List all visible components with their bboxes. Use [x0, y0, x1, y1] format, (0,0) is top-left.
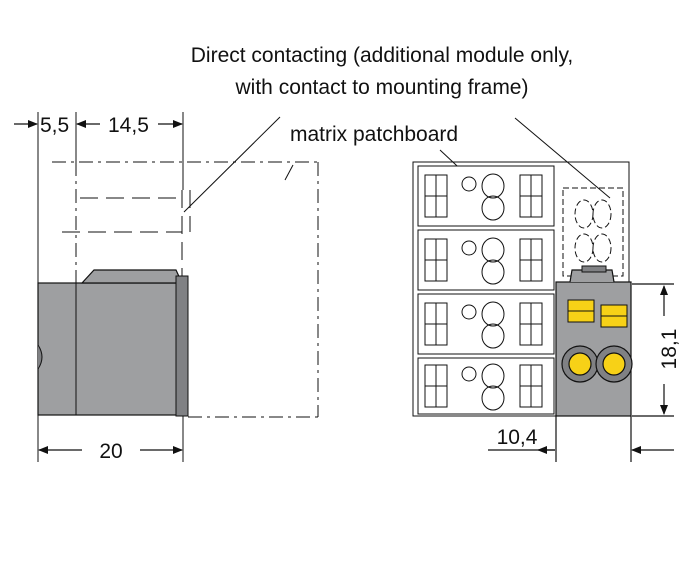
side-view: [37, 112, 319, 462]
front-view: [412, 161, 633, 417]
dimension-module-width: [488, 416, 674, 462]
dim-top-width: 14,5: [108, 114, 149, 137]
dim-module-width: 10,4: [497, 426, 538, 449]
side-housing: [37, 282, 185, 416]
matrix-patchboard-label: matrix patchboard: [290, 123, 458, 146]
dim-module-height: 18,1: [658, 329, 681, 370]
dim-total-width: 20: [99, 440, 122, 463]
round-contacts: [561, 345, 633, 383]
direct-contacting-label-line2: with contact to mounting frame): [235, 76, 529, 99]
side-housing-top: [80, 269, 183, 284]
direct-contacting-label-line1: Direct contacting (additional module onl…: [191, 44, 573, 67]
leader-lines: [183, 116, 611, 213]
dimension-height: [632, 283, 674, 417]
yellow-contacts: [567, 299, 628, 328]
dim-left-offset: 5,5: [40, 114, 69, 137]
